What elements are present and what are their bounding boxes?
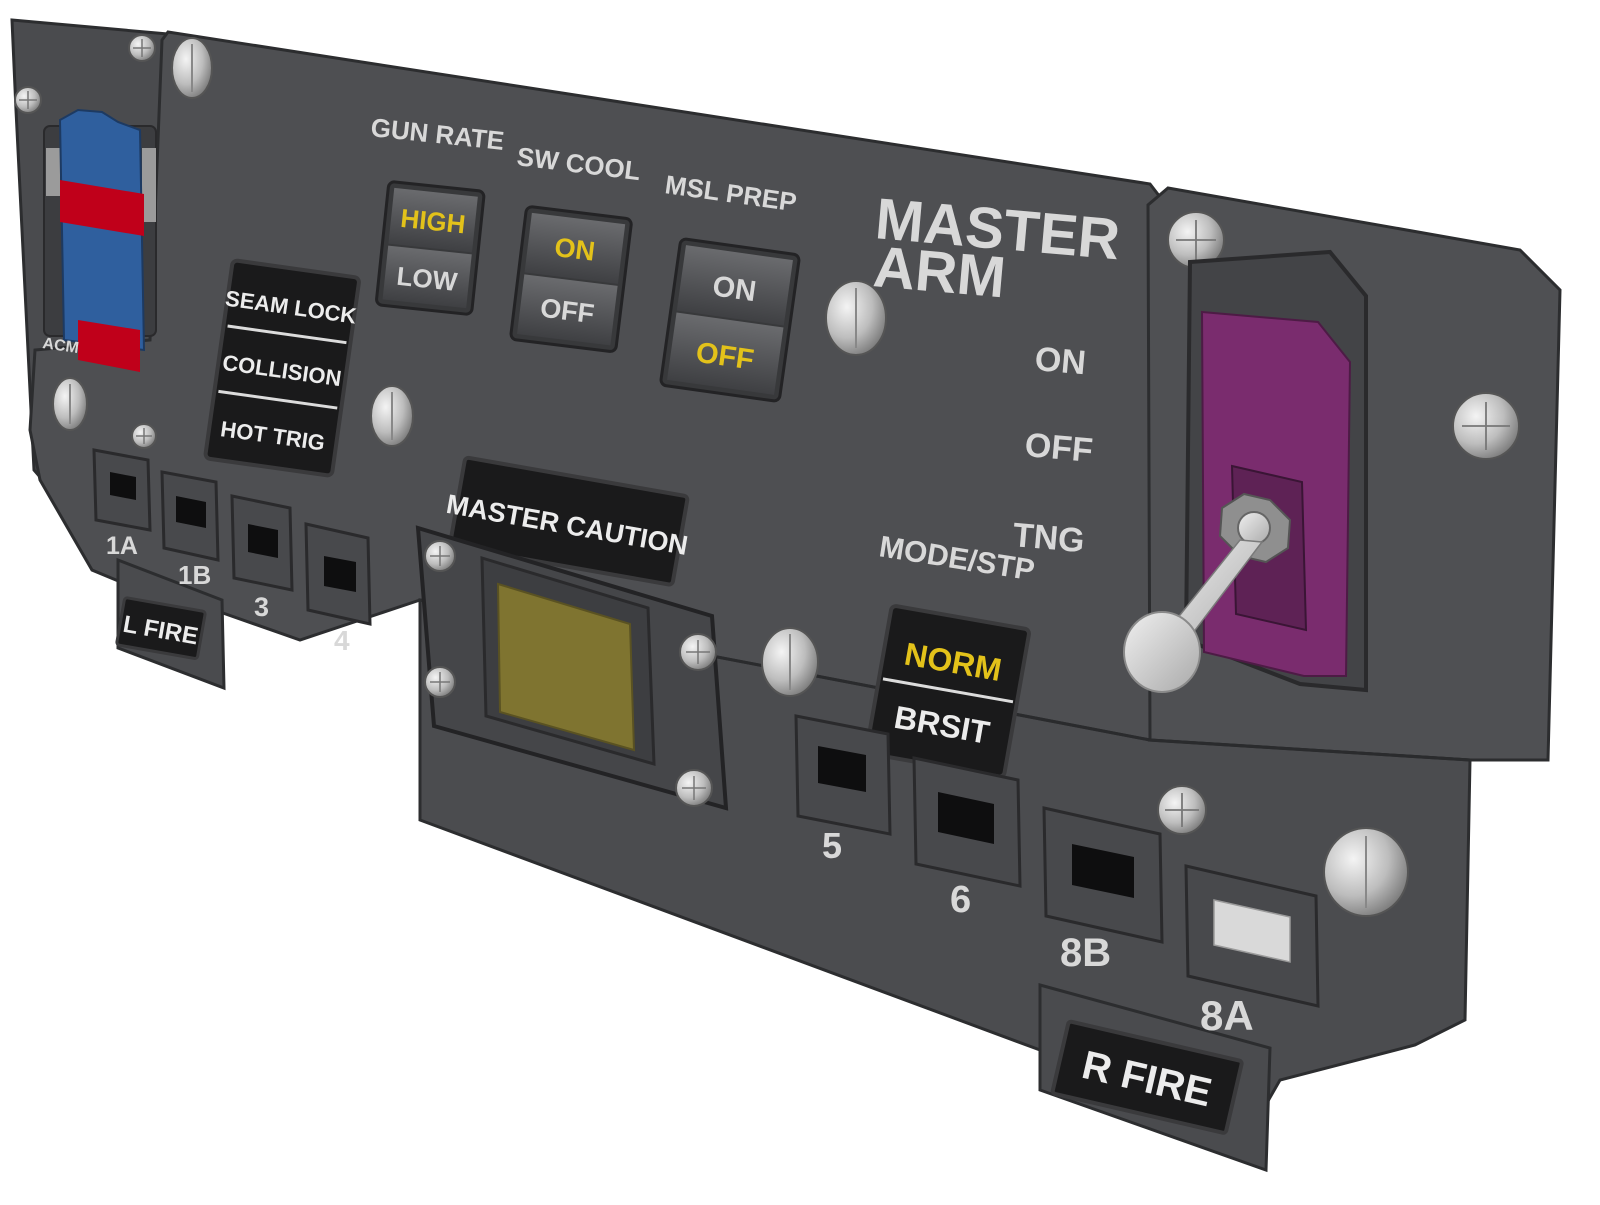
gun-rate-button[interactable]: HIGH LOW (375, 180, 486, 316)
station-8b-button[interactable] (1042, 806, 1164, 944)
station-1b-label: 1B (178, 560, 211, 590)
l-fire-plate: L FIRE (115, 596, 207, 660)
master-arm-title-line2: ARM (871, 234, 1008, 310)
station-3-label: 3 (254, 592, 269, 622)
gun-rate-high: HIGH (399, 203, 467, 240)
station-4-button[interactable] (304, 522, 372, 626)
sw-cool-button[interactable]: ON OFF (509, 205, 633, 353)
station-1b-button[interactable] (160, 470, 220, 562)
master-arm-switch[interactable] (1123, 249, 1368, 693)
gun-rate-low: LOW (395, 261, 459, 297)
station-8a-label: 8A (1200, 992, 1254, 1039)
master-caution-light[interactable] (415, 525, 729, 811)
mode-stp-button[interactable]: NORM BRSIT (864, 604, 1031, 779)
mode-indicator-panel: SEAM LOCK COLLISION HOT TRIG (203, 258, 361, 478)
station-5-label: 5 (822, 825, 842, 866)
sw-cool-off: OFF (539, 293, 596, 329)
station-8a-button[interactable] (1184, 864, 1320, 1008)
station-6-label: 6 (950, 879, 971, 921)
msl-prep-on: ON (711, 270, 759, 308)
master-arm-on-label: ON (1033, 340, 1087, 382)
station-6-button[interactable] (912, 756, 1022, 888)
msl-prep-off: OFF (694, 337, 756, 377)
panel-screws (14, 34, 1520, 917)
station-8b-label: 8B (1060, 931, 1111, 975)
acm-switch[interactable] (43, 108, 157, 372)
station-3-button[interactable] (230, 494, 294, 592)
sw-cool-on: ON (553, 232, 597, 267)
station-1a-button[interactable] (92, 448, 152, 532)
master-arm-tng-label: TNG (1011, 516, 1086, 560)
r-fire-plate: R FIRE (1050, 1019, 1244, 1135)
msl-prep-button[interactable]: ON OFF (659, 237, 801, 403)
master-arm-off-label: OFF (1023, 426, 1094, 470)
master-caution-plate: MASTER CAUTION (444, 455, 690, 587)
acm-label: ACM (41, 335, 79, 357)
station-5-button[interactable] (794, 714, 892, 836)
station-4-label: 4 (334, 625, 350, 656)
station-1a-label: 1A (106, 532, 138, 560)
